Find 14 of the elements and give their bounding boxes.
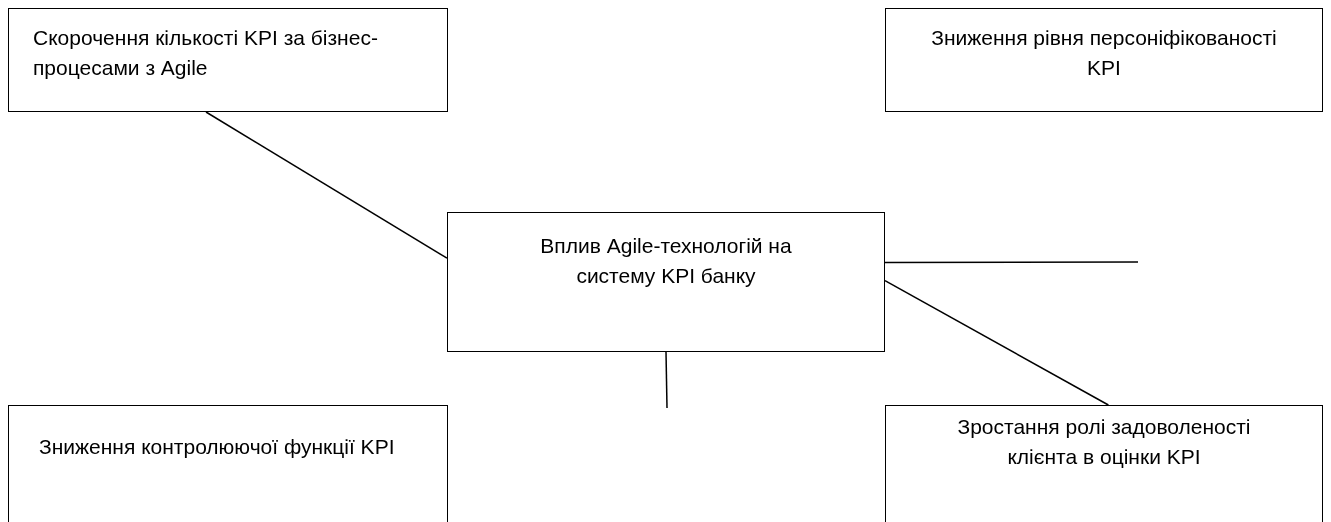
text-box xyxy=(885,405,1323,522)
box-label: Скорочення кількості KPI за бізнес-процесами з Agile xyxy=(33,25,379,82)
text-box xyxy=(885,8,1323,112)
connector-line xyxy=(665,351,668,409)
box-label: Вплив Agile-технологій на систему KPI банку xyxy=(539,233,793,290)
connector-line xyxy=(205,111,448,259)
text-box xyxy=(8,8,448,112)
box-label: Зниження контролюючої функції KPI xyxy=(39,434,396,460)
box-label: Зростання ролі задоволеності клієнта в оцінки KPI xyxy=(956,414,1252,471)
text-box xyxy=(447,212,885,352)
connector-line xyxy=(884,279,1110,406)
text-box xyxy=(8,405,448,522)
connector-line xyxy=(884,261,1139,264)
box-label: Зниження рівня персоніфікованості KPI xyxy=(930,25,1278,82)
